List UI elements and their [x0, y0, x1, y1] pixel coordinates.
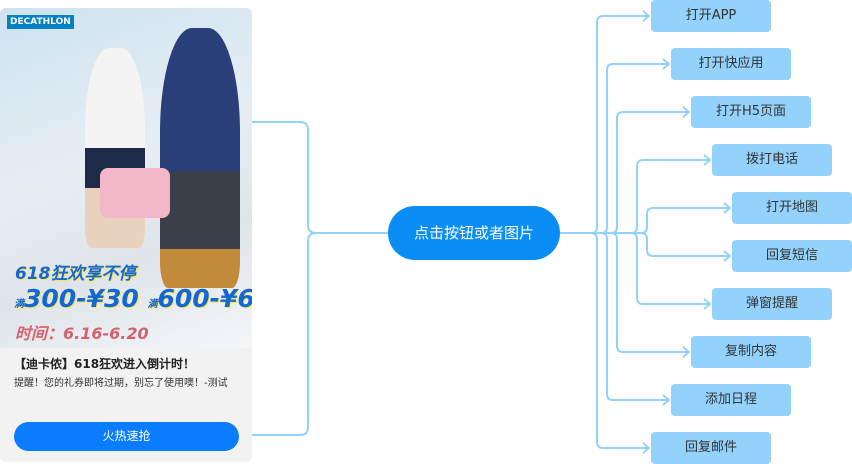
- arrow-icon: [662, 394, 671, 406]
- center-node: 点击按钮或者图片: [388, 206, 560, 260]
- connector-line: [560, 207, 730, 234]
- arrow-icon: [642, 10, 651, 22]
- arrow-icon: [723, 202, 732, 214]
- action-node: 回复短信: [732, 240, 852, 272]
- action-node: 打开地图: [732, 192, 852, 224]
- promo-discount: -¥60: [209, 284, 252, 313]
- arrow-icon: [703, 154, 712, 166]
- arrow-icon: [682, 106, 691, 118]
- promo-discount: -¥30: [76, 284, 139, 313]
- promo-amount: 600: [157, 284, 210, 313]
- message-card: DECATHLON 618狂欢享不停 满300-¥30 满600-¥60 时间：…: [0, 8, 252, 462]
- pink-seat: [100, 168, 170, 218]
- action-node: 复制内容: [691, 336, 811, 368]
- model-woman: [85, 48, 145, 248]
- connector-line: [560, 15, 649, 234]
- card-title: 【迪卡侬】618狂欢进入倒计时！: [14, 357, 196, 371]
- promo-time: 时间：6.16-6.20: [15, 324, 149, 343]
- connector-line: [560, 111, 689, 234]
- action-node: 打开H5页面: [691, 96, 811, 128]
- banner-image[interactable]: DECATHLON 618狂欢享不停 满300-¥30 满600-¥60 时间：…: [0, 8, 252, 348]
- connector-line: [560, 232, 649, 449]
- arrow-icon: [723, 250, 732, 262]
- arrow-icon: [642, 442, 651, 454]
- action-node: 弹窗提醒: [712, 288, 832, 320]
- slogan: 618狂欢享不停: [15, 264, 136, 284]
- connector-line: [560, 159, 710, 234]
- connector-line: [560, 232, 710, 305]
- decathlon-logo: DECATHLON: [7, 15, 74, 29]
- model-man: [160, 28, 240, 288]
- connector-line: [560, 232, 730, 257]
- arrow-icon: [662, 58, 671, 70]
- action-node: 回复邮件: [651, 432, 771, 464]
- cta-button[interactable]: 火热速抢: [14, 422, 239, 451]
- promo-amount: 300: [24, 284, 77, 313]
- promo-prefix: 满: [14, 299, 24, 310]
- arrow-icon: [703, 298, 712, 310]
- action-node: 添加日程: [671, 384, 791, 416]
- connector-line: [560, 232, 689, 353]
- connector-image: [240, 121, 388, 234]
- card-description: 提醒！您的礼券即将过期，别忘了使用噢！-测试: [14, 378, 228, 389]
- connector-button: [240, 232, 388, 436]
- connector-line: [560, 232, 669, 401]
- action-node: 打开APP: [651, 0, 771, 32]
- promo-text: 满300-¥30 满600-¥60: [14, 284, 252, 313]
- promo-prefix: 满: [147, 299, 158, 310]
- action-node: 打开快应用: [671, 48, 791, 80]
- arrow-icon: [682, 346, 691, 358]
- action-node: 拨打电话: [712, 144, 832, 176]
